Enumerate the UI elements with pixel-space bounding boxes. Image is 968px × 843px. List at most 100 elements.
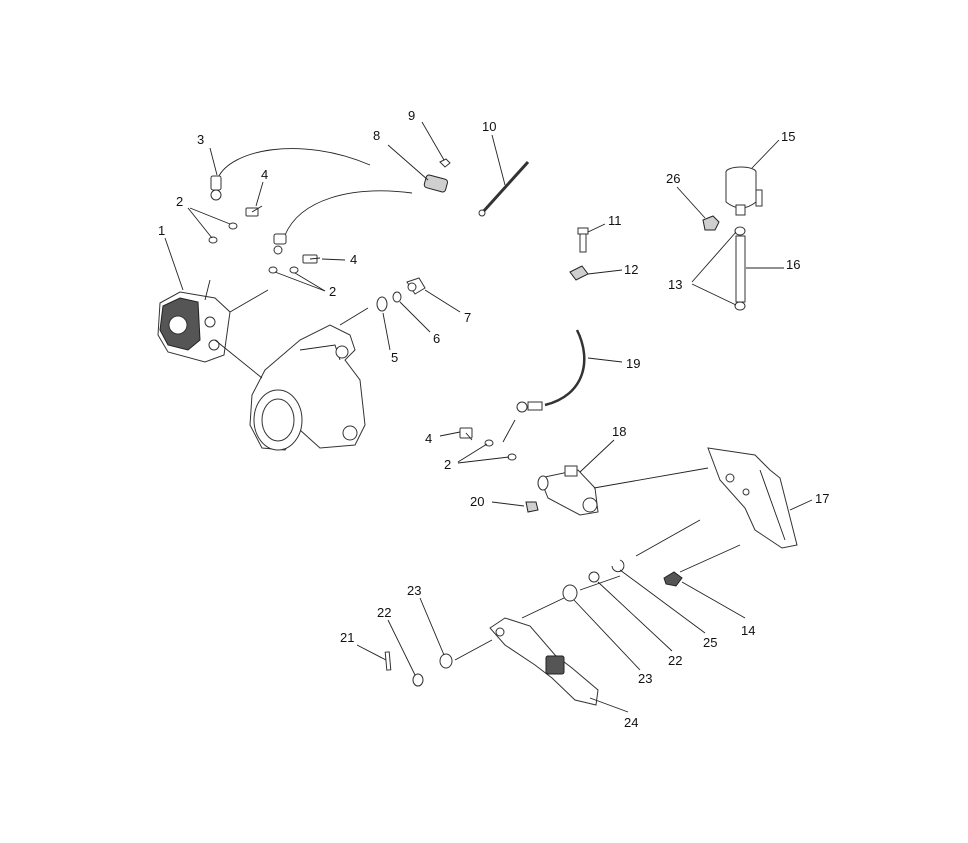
leader-22b [597, 581, 673, 652]
part-11-bolt [577, 227, 589, 253]
part-20-bolt [525, 501, 539, 513]
leader-2b [294, 272, 326, 292]
callout-21: 21 [340, 630, 354, 645]
assembly-line [593, 467, 709, 489]
leader-4b [321, 258, 346, 261]
leader-25 [619, 569, 706, 634]
leader-1b [204, 279, 211, 301]
callout-18: 18 [612, 424, 626, 439]
assembly-line [339, 307, 369, 326]
leader-6 [399, 301, 431, 333]
assembly-line [579, 575, 621, 591]
part-6-washer [392, 291, 402, 303]
callout-14: 14 [741, 623, 755, 638]
callout-10: 10 [482, 119, 496, 134]
callout-22: 22 [377, 605, 391, 620]
leader-12 [587, 269, 623, 275]
leader-2a [189, 207, 231, 225]
part-18-master-cylinder [537, 465, 599, 516]
leader-18 [579, 439, 615, 473]
part-2-washers-mid [268, 266, 299, 274]
part-1-caliper [157, 291, 231, 363]
part-16-hose [734, 226, 746, 311]
callout-17: 17 [815, 491, 829, 506]
leader-17 [789, 499, 813, 511]
part-4-bolt-top [245, 205, 263, 217]
callout-3: 3 [197, 132, 204, 147]
part-4-bolt-mid [302, 254, 321, 264]
leader-8 [387, 144, 429, 181]
assembly-line [229, 289, 269, 313]
part-10-rod [478, 160, 530, 217]
leader-23b [573, 599, 641, 671]
brake-hose-upper [217, 148, 371, 179]
leader-1 [164, 237, 184, 291]
part-banjo-lower [273, 233, 287, 255]
leader-2c [457, 456, 510, 464]
part-12-fitting [569, 265, 589, 281]
part-23-bushing-mid [562, 584, 578, 602]
callout-13: 13 [668, 277, 682, 292]
callout-4: 4 [261, 167, 268, 182]
leader-5 [382, 312, 391, 351]
part-26-clamp [702, 215, 720, 231]
leader-21 [356, 644, 387, 661]
part-5-washer [376, 296, 388, 312]
knuckle-housing [249, 324, 366, 451]
leader-2b [274, 271, 326, 292]
part-23-bushing-left [439, 653, 453, 669]
part-15-reservoir [725, 166, 763, 216]
leader-13 [691, 283, 737, 306]
assembly-line [635, 519, 701, 557]
leader-2c [457, 443, 488, 463]
callout-2: 2 [444, 457, 451, 472]
assembly-line [679, 544, 741, 573]
part-19-hose [544, 329, 586, 407]
leader-23a [419, 597, 445, 656]
callout-19: 19 [626, 356, 640, 371]
leader-14 [681, 581, 746, 619]
callout-1: 1 [158, 223, 165, 238]
part-2-washers-lower [484, 439, 517, 461]
part-4-bolt-lower [459, 427, 473, 441]
assembly-line [521, 597, 565, 619]
leader-4a [255, 181, 264, 207]
callout-25: 25 [703, 635, 717, 650]
brake-hose-lower [284, 190, 413, 236]
leader-10 [491, 134, 506, 186]
callout-5: 5 [391, 350, 398, 365]
callout-7: 7 [464, 310, 471, 325]
part-19-banjo [516, 401, 543, 413]
callout-15: 15 [781, 129, 795, 144]
leader-26 [676, 186, 706, 219]
callout-24: 24 [624, 715, 638, 730]
leader-19 [587, 357, 623, 363]
leader-2a [187, 207, 213, 239]
leader-24 [589, 697, 629, 713]
leader-22a [387, 619, 416, 676]
callout-4: 4 [425, 431, 432, 446]
callout-12: 12 [624, 262, 638, 277]
leader-20 [491, 501, 525, 507]
callout-26: 26 [666, 171, 680, 186]
part-3-banjo [210, 175, 222, 201]
callout-2: 2 [329, 284, 336, 299]
part-2-washers-top [208, 222, 238, 244]
part-22-washer-left [412, 673, 424, 687]
part-8-union [423, 174, 449, 193]
leader-9 [421, 121, 445, 161]
assembly-line [214, 339, 263, 379]
leader-7 [424, 289, 461, 313]
callout-6: 6 [433, 331, 440, 346]
part-21-pin [384, 651, 392, 671]
callout-2: 2 [176, 194, 183, 209]
callout-9: 9 [408, 108, 415, 123]
part-17-bracket [707, 447, 798, 549]
part-24-brake-pedal [489, 617, 599, 706]
assembly-line [502, 419, 516, 443]
callout-4: 4 [350, 252, 357, 267]
leader-13 [691, 231, 737, 283]
leader-3 [209, 147, 218, 176]
assembly-line [454, 639, 493, 661]
